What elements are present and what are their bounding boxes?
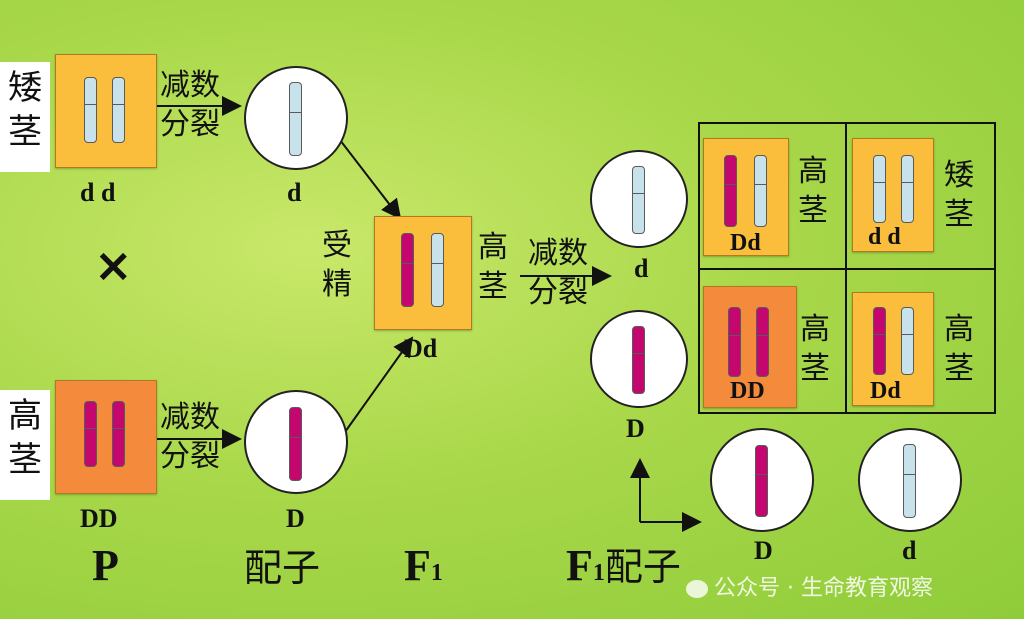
watermark: 公众号 · 生命教育观察 <box>686 570 933 602</box>
label-F1: F1 <box>404 540 443 591</box>
punnett-cell-4-genotype: Dd <box>870 378 901 404</box>
recessive-chromosome <box>112 77 125 143</box>
f1-gamete-circle-D <box>590 310 688 408</box>
punnett-cell-3-phenotype: 高茎 <box>800 312 830 386</box>
dominant-chromosome <box>728 307 741 377</box>
f1-gamete-d-label: d <box>634 254 649 283</box>
recessive-chromosome <box>754 155 767 227</box>
recessive-chromosome <box>901 307 914 375</box>
dominant-chromosome <box>112 401 125 467</box>
bottom-gamete-circle-D <box>710 428 814 532</box>
punnett-cell-4-phenotype: 高茎 <box>944 312 974 386</box>
parent-short-genotype: d d <box>80 178 116 207</box>
label-F1-gametes-sub: 1 <box>592 560 605 586</box>
recessive-chromosome <box>873 155 886 223</box>
dominant-chromosome <box>724 155 737 227</box>
punnett-cell-2-box <box>852 138 934 252</box>
dominant-chromosome <box>289 407 302 481</box>
recessive-chromosome <box>84 77 97 143</box>
f1-genotype: Dd <box>404 334 438 363</box>
gamete-D-label: D <box>286 504 305 533</box>
dominant-chromosome <box>401 233 414 307</box>
punnett-cell-1-genotype: Dd <box>730 230 761 256</box>
label-P: P <box>92 541 119 590</box>
punnett-cell-4-box <box>852 292 934 406</box>
cross-symbol: × <box>94 238 133 292</box>
dominant-chromosome <box>84 401 97 467</box>
f1-gamete-circle-d <box>590 150 688 248</box>
short-stem-label: 矮茎 <box>8 68 42 153</box>
punnett-cell-1-box <box>703 138 789 256</box>
recessive-chromosome <box>632 166 645 234</box>
label-F1-gametes-text: 配子 <box>604 545 681 589</box>
punnett-cell-1-phenotype: 高茎 <box>798 154 828 228</box>
dominant-chromosome <box>632 326 645 394</box>
gamete-circle-D <box>244 390 348 494</box>
punnett-cell-3-genotype: DD <box>730 378 765 404</box>
dominant-chromosome <box>755 445 768 517</box>
punnett-cell-2-genotype: d d <box>868 224 901 250</box>
label-F1-gametes: F1配子 <box>566 540 681 592</box>
dominant-chromosome <box>756 307 769 377</box>
parent-tall-genotype: DD <box>80 504 118 533</box>
label-F1-letter: F <box>404 541 431 590</box>
label-gametes: 配子 <box>244 546 321 590</box>
wechat-icon <box>686 580 708 598</box>
recessive-chromosome <box>431 233 444 307</box>
punnett-cell-3-box <box>703 286 797 408</box>
f1-gamete-D-label: D <box>626 414 645 443</box>
arrow-d-to-f1 <box>339 139 402 220</box>
recessive-chromosome <box>289 82 302 156</box>
f1-phenotype: 高茎 <box>478 230 508 304</box>
tall-stem-label: 高茎 <box>8 396 42 481</box>
parent-short-box <box>55 54 157 168</box>
label-F1-sub: 1 <box>430 560 443 586</box>
tall-stem-label-bg <box>0 390 50 500</box>
fertilization-label: 受精 <box>322 228 352 302</box>
dominant-chromosome <box>873 307 886 375</box>
punnett-cell-2-phenotype: 矮茎 <box>944 158 974 232</box>
punnett-divider-horizontal <box>698 268 996 270</box>
bottom-gamete-d-label: d <box>902 536 917 565</box>
label-F1-gametes-letter: F <box>566 541 593 590</box>
f1-box <box>374 216 472 330</box>
meiosis-label-short: 减数分裂 <box>160 68 220 142</box>
short-stem-label-bg <box>0 62 50 172</box>
parent-tall-box <box>55 380 157 494</box>
recessive-chromosome <box>903 444 916 518</box>
meiosis-label-tall: 减数分裂 <box>160 400 220 474</box>
arrow-D-to-f1 <box>344 336 414 433</box>
gamete-d-label: d <box>287 178 302 207</box>
meiosis-label-f1: 减数分裂 <box>528 236 588 310</box>
bottom-gamete-D-label: D <box>754 536 773 565</box>
gamete-circle-d <box>244 66 348 170</box>
bottom-gamete-circle-d <box>858 428 962 532</box>
recessive-chromosome <box>901 155 914 223</box>
